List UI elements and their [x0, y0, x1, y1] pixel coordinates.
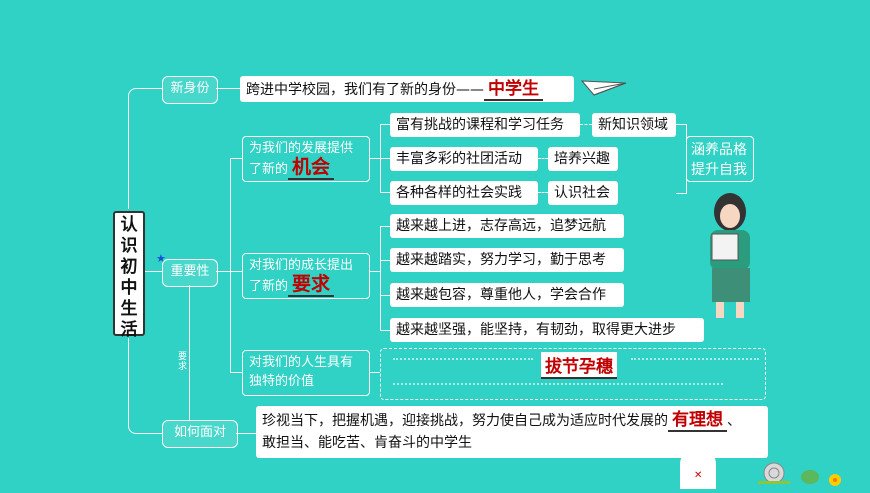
highlight-ideal: 有理想 [668, 410, 727, 432]
flower-icon [828, 472, 842, 486]
faded-text-line-2 [631, 358, 759, 368]
main-title: 认识初中生活 [113, 211, 145, 340]
branch-opportunity: 为我们的发展提供了新的机会 [242, 136, 370, 182]
node-importance: 重要性 [162, 259, 218, 287]
summary-box: 涵养品格提升自我 [686, 136, 754, 182]
opportunity-right-2: 认识社会 [548, 181, 618, 205]
value-box: 拔节孕穗 [380, 348, 766, 400]
highlight-student: 中学生 [484, 79, 543, 101]
snail-icon [756, 461, 792, 485]
opportunity-right-1: 培养兴趣 [548, 147, 618, 171]
opportunity-left-2: 各种各样的社会实践 [390, 181, 538, 205]
node-identity: 新身份 [162, 76, 218, 104]
faded-text-line-1 [393, 358, 533, 368]
opportunity-right-0: 新知识领域 [592, 113, 676, 137]
opportunity-left-1: 丰富多彩的社团活动 [390, 147, 538, 171]
leaf-icon [800, 468, 820, 486]
svg-text:✕: ✕ [694, 470, 702, 481]
student-illustration-icon [696, 190, 760, 320]
branch-value: 对我们的人生具有独特的价值 [242, 350, 370, 396]
requirement-1: 越来越踏实，努力学习，勤于思考 [390, 248, 624, 272]
node-howto: 如何面对 [162, 420, 238, 448]
requirement-2: 越来越包容，尊重他人，学会合作 [390, 283, 624, 307]
branch-requirement: 对我们的成长提出了新的要求 [242, 253, 370, 299]
howto-box: 珍视当下，把握机遇，迎接挑战，努力使自己成为适应时代发展的有理想、 敢担当、能吃… [256, 406, 768, 458]
highlight-value: 拔节孕穗 [541, 352, 617, 379]
paper-plane-icon [580, 77, 630, 99]
requirement-0: 越来越上进，志存高远，追梦远航 [390, 214, 624, 238]
tooth-character-icon: ✕ [676, 452, 720, 489]
relation-label: 要求 [178, 352, 188, 372]
identity-box: 跨进中学校园，我们有了新的身份——中学生 [240, 76, 574, 102]
requirement-3: 越来越坚强，能坚持，有韧劲，取得更大进步 [390, 318, 704, 342]
faded-text-line-3 [393, 383, 723, 393]
star-icon: ★ [156, 252, 166, 265]
opportunity-left-0: 富有挑战的课程和学习任务 [390, 113, 580, 137]
